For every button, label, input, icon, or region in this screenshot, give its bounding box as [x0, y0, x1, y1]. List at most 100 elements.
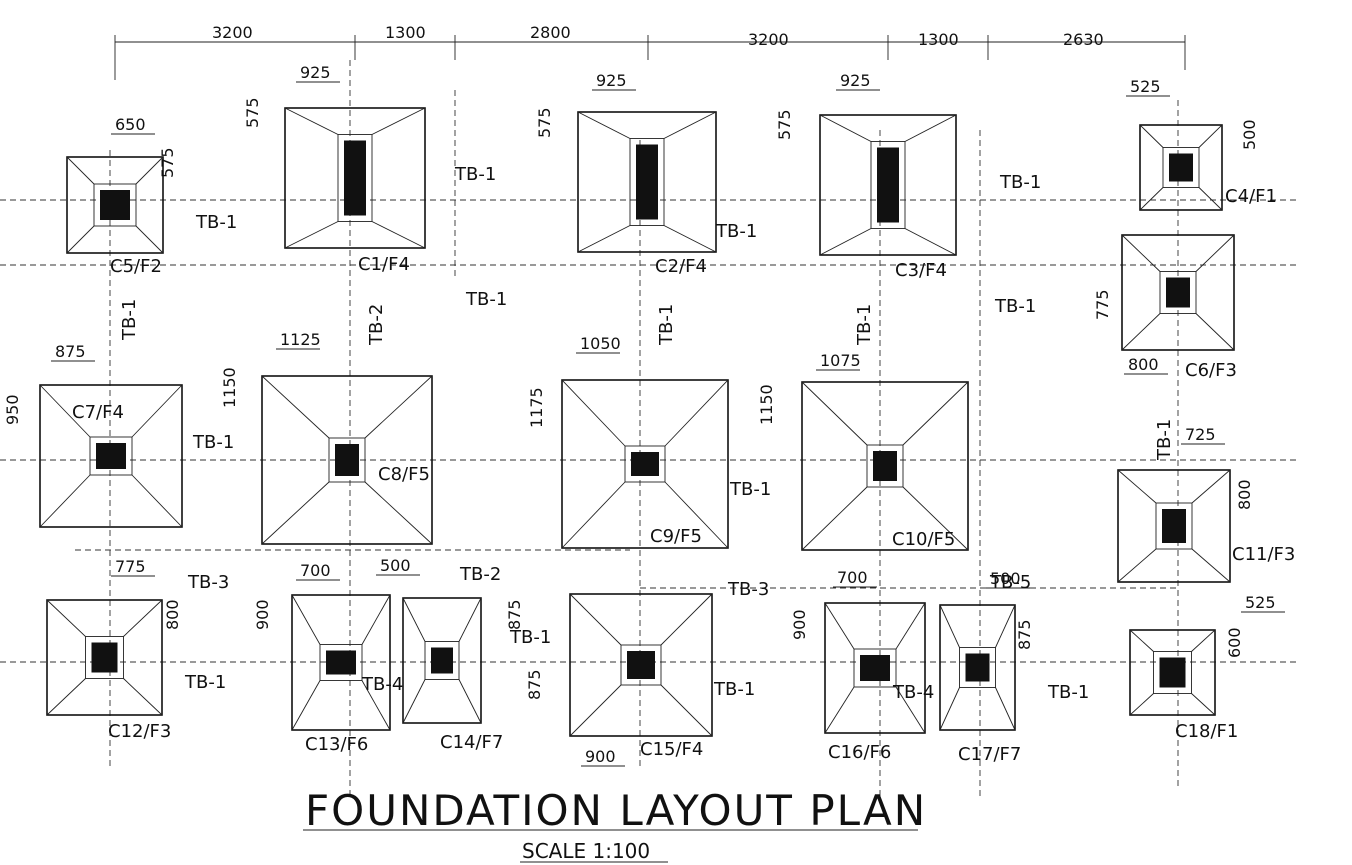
- slope-line: [569, 684, 622, 737]
- slope-line: [291, 594, 321, 645]
- slope-line: [284, 221, 339, 249]
- tb-label: TB-1: [454, 164, 496, 185]
- slope-line: [904, 228, 957, 256]
- footing-dimension: 600: [1225, 627, 1244, 658]
- footing-dimension: 500: [990, 569, 1021, 588]
- footing-pad: [261, 375, 433, 545]
- slope-line: [1129, 629, 1154, 652]
- slope-line: [1121, 313, 1161, 351]
- pedestal-outline: [85, 636, 124, 679]
- slope-line: [123, 678, 163, 716]
- column: [100, 190, 130, 220]
- slope-line: [291, 680, 321, 731]
- pedestal-outline: [620, 644, 662, 686]
- tb-label: TB-1: [195, 212, 237, 233]
- footing-label: C8/F5: [378, 464, 430, 485]
- footing-dimension: 575: [158, 147, 177, 178]
- top-dim-2: 1300: [385, 23, 426, 42]
- tb-label: TB-1: [999, 172, 1041, 193]
- footing-label: C2/F4: [655, 256, 707, 277]
- slope-line: [261, 481, 330, 545]
- pedestal-outline: [624, 445, 666, 483]
- pedestal-outline: [328, 437, 366, 483]
- footing-label: C11/F3: [1232, 544, 1295, 565]
- slope-line: [1139, 124, 1164, 148]
- top-dim-6: 2630: [1063, 30, 1104, 49]
- slope-line: [1121, 234, 1161, 272]
- slope-line: [939, 687, 960, 731]
- tb-label: TB-1: [994, 296, 1036, 317]
- pedestal-outline: [89, 436, 133, 476]
- slope-line: [131, 474, 183, 528]
- pedestal-outline: [1153, 651, 1192, 694]
- slope-line: [801, 486, 868, 551]
- tb-label: TB-1: [854, 304, 875, 346]
- footing-dimension: 525: [1245, 593, 1276, 612]
- slope-line: [46, 678, 86, 716]
- slope-line: [284, 107, 339, 135]
- tb-label: TB-1: [184, 672, 226, 693]
- footing-label: C13/F6: [305, 734, 368, 755]
- slope-line: [569, 593, 622, 646]
- tb-label: TB-1: [713, 679, 755, 700]
- tie-beam-labels: TB-1 TB-1 TB-1 TB-1 TB-1 TB-1 TB-1 TB-1 …: [119, 164, 1175, 703]
- footing-label: C4/F1: [1225, 186, 1277, 207]
- slope-line: [939, 604, 960, 648]
- tb-label: TB-3: [187, 572, 229, 593]
- column: [96, 443, 126, 469]
- column: [431, 647, 453, 674]
- slope-line: [902, 486, 969, 551]
- slope-line: [824, 686, 855, 734]
- footing-dimension: 875: [505, 599, 524, 630]
- footing-label: C15/F4: [640, 739, 703, 760]
- slope-line: [895, 686, 926, 734]
- footing-pad: [1129, 629, 1216, 716]
- slope-line: [561, 481, 626, 549]
- footing-pad: [291, 594, 391, 731]
- footing-label: C14/F7: [440, 732, 503, 753]
- drawing-title: FOUNDATION LAYOUT PLAN: [305, 786, 927, 835]
- footing-pad: [46, 599, 163, 716]
- slope-line: [663, 111, 717, 139]
- footing-dimension: 950: [3, 394, 22, 425]
- slope-line: [995, 604, 1016, 648]
- footing-label: C9/F5: [650, 526, 702, 547]
- footing-dimension: 575: [535, 107, 554, 138]
- column: [965, 653, 990, 682]
- slope-line: [371, 107, 426, 135]
- footing-dimension: 925: [840, 71, 871, 90]
- slope-line: [902, 381, 969, 446]
- pedestal-outline: [319, 644, 363, 681]
- slope-line: [46, 599, 86, 637]
- tb-label: TB-1: [656, 304, 677, 346]
- footing-dimension: 775: [115, 557, 146, 576]
- slope-line: [1139, 187, 1164, 211]
- column: [335, 444, 359, 476]
- footing-dimension: 1150: [220, 367, 239, 408]
- slope-line: [1198, 124, 1223, 148]
- pedestal-outline: [866, 444, 904, 488]
- slope-line: [995, 687, 1016, 731]
- slope-line: [1198, 187, 1223, 211]
- footing-pad: [939, 604, 1016, 731]
- slope-line: [663, 225, 717, 253]
- footing-dimension: 650: [115, 115, 146, 134]
- footing-label: C1/F4: [358, 254, 410, 275]
- slope-line: [135, 225, 164, 254]
- footing-pad: [1139, 124, 1223, 211]
- footing-dimension: 500: [380, 556, 411, 575]
- footing-pad: [1121, 234, 1235, 351]
- footing-pad: [569, 593, 713, 737]
- footing-dimension: 800: [1235, 479, 1254, 510]
- footing-dimension: 500: [1240, 119, 1259, 150]
- footing-dimension: 700: [837, 568, 868, 587]
- slope-line: [135, 156, 164, 185]
- column: [1166, 277, 1190, 308]
